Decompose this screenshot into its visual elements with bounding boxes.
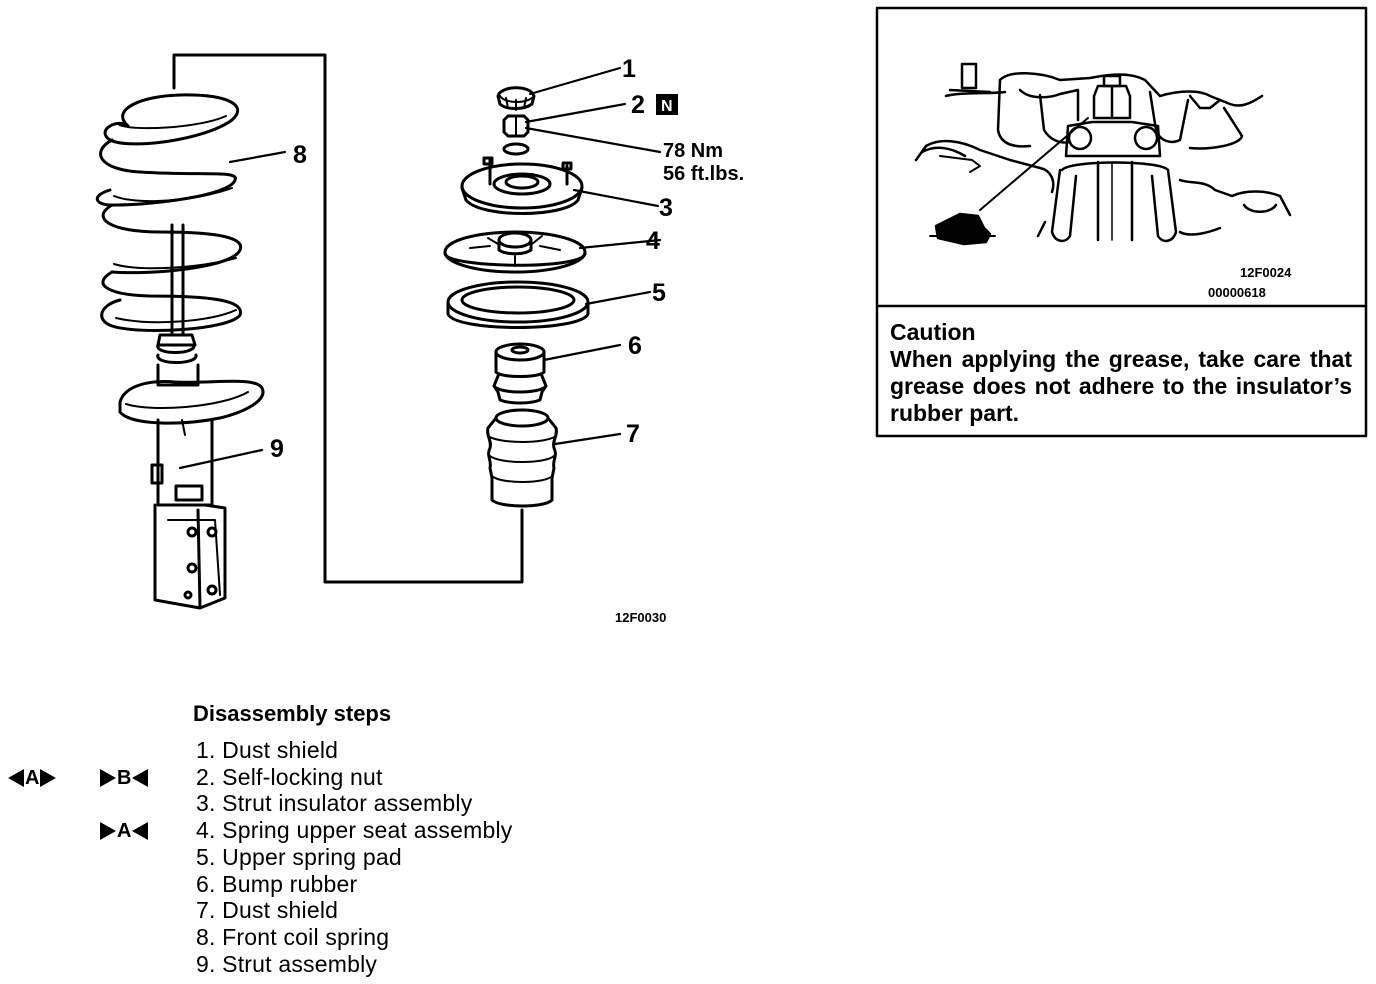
coil-spring bbox=[96, 93, 243, 332]
callout-2: 2 bbox=[631, 91, 645, 119]
caution-box: Caution When applying the grease, take c… bbox=[876, 306, 1366, 436]
triangle-left-icon bbox=[8, 769, 24, 787]
grease-inset-drawing bbox=[914, 62, 1292, 246]
callout-9: 9 bbox=[270, 435, 284, 463]
step-item: 1. Dust shield bbox=[196, 737, 339, 763]
torque-nm: 78 Nm bbox=[663, 140, 723, 162]
steps-title: Disassembly steps bbox=[193, 701, 392, 726]
install-mark-a-label: A bbox=[117, 819, 132, 842]
dust-shield-boot bbox=[486, 408, 558, 508]
caution-title: Caution bbox=[890, 319, 976, 345]
step-item: 9. Strut assembly bbox=[196, 950, 378, 977]
upper-spring-pad bbox=[446, 280, 590, 329]
triangle-left-icon bbox=[132, 822, 149, 840]
step-item: 4. Spring upper seat assembly bbox=[196, 817, 513, 844]
callout-5: 5 bbox=[652, 279, 666, 307]
steps-list: 1. Dust shield 2. Self-locking nut 3. St… bbox=[196, 737, 512, 977]
self-locking-nut bbox=[502, 114, 530, 156]
callout-1: 1 bbox=[622, 55, 636, 83]
new-part-marker-label: N bbox=[661, 98, 673, 115]
triangle-right-icon bbox=[100, 822, 116, 840]
install-mark-b: B bbox=[100, 764, 149, 792]
step-item: 5. Upper spring pad bbox=[196, 843, 402, 870]
removal-mark-a: A bbox=[8, 764, 57, 792]
callout-3: 3 bbox=[659, 194, 673, 222]
callout-7: 7 bbox=[626, 420, 640, 448]
install-mark-b-label: B bbox=[117, 766, 132, 789]
install-mark-a: A bbox=[100, 817, 149, 845]
callout-4: 4 bbox=[646, 227, 660, 255]
figure-code-main: 12F0030 bbox=[615, 610, 666, 625]
new-part-marker bbox=[656, 94, 678, 115]
figure-code-inset-top: 12F0024 bbox=[1240, 265, 1292, 280]
bump-rubber bbox=[492, 342, 548, 405]
group-bracket bbox=[172, 53, 524, 584]
step-item: 2. Self-locking nut bbox=[196, 763, 383, 790]
step-item: 7. Dust shield bbox=[196, 897, 339, 924]
leader-lines bbox=[178, 66, 662, 470]
triangle-right-icon bbox=[100, 769, 116, 787]
dust-shield-cap bbox=[496, 86, 536, 111]
step-item: 8. Front coil spring bbox=[196, 923, 390, 950]
step-item: 6. Bump rubber bbox=[196, 870, 358, 897]
torque-ftlbs: 56 ft.lbs. bbox=[663, 163, 744, 185]
spring-upper-seat bbox=[443, 230, 587, 274]
callout-6: 6 bbox=[628, 332, 642, 360]
step-item: 3. Strut insulator assembly bbox=[196, 790, 473, 817]
removal-mark-a-label: A bbox=[25, 766, 40, 789]
triangle-left-icon bbox=[132, 769, 149, 787]
figure-code-inset-bottom: 00000618 bbox=[1208, 285, 1266, 300]
strut-insulator bbox=[460, 156, 584, 215]
triangle-right-icon bbox=[40, 769, 57, 787]
strut-assembly bbox=[118, 223, 265, 610]
caution-text: When applying the grease, take care that… bbox=[890, 346, 1352, 426]
inset-frame bbox=[875, 6, 1368, 438]
callout-8: 8 bbox=[293, 141, 307, 169]
